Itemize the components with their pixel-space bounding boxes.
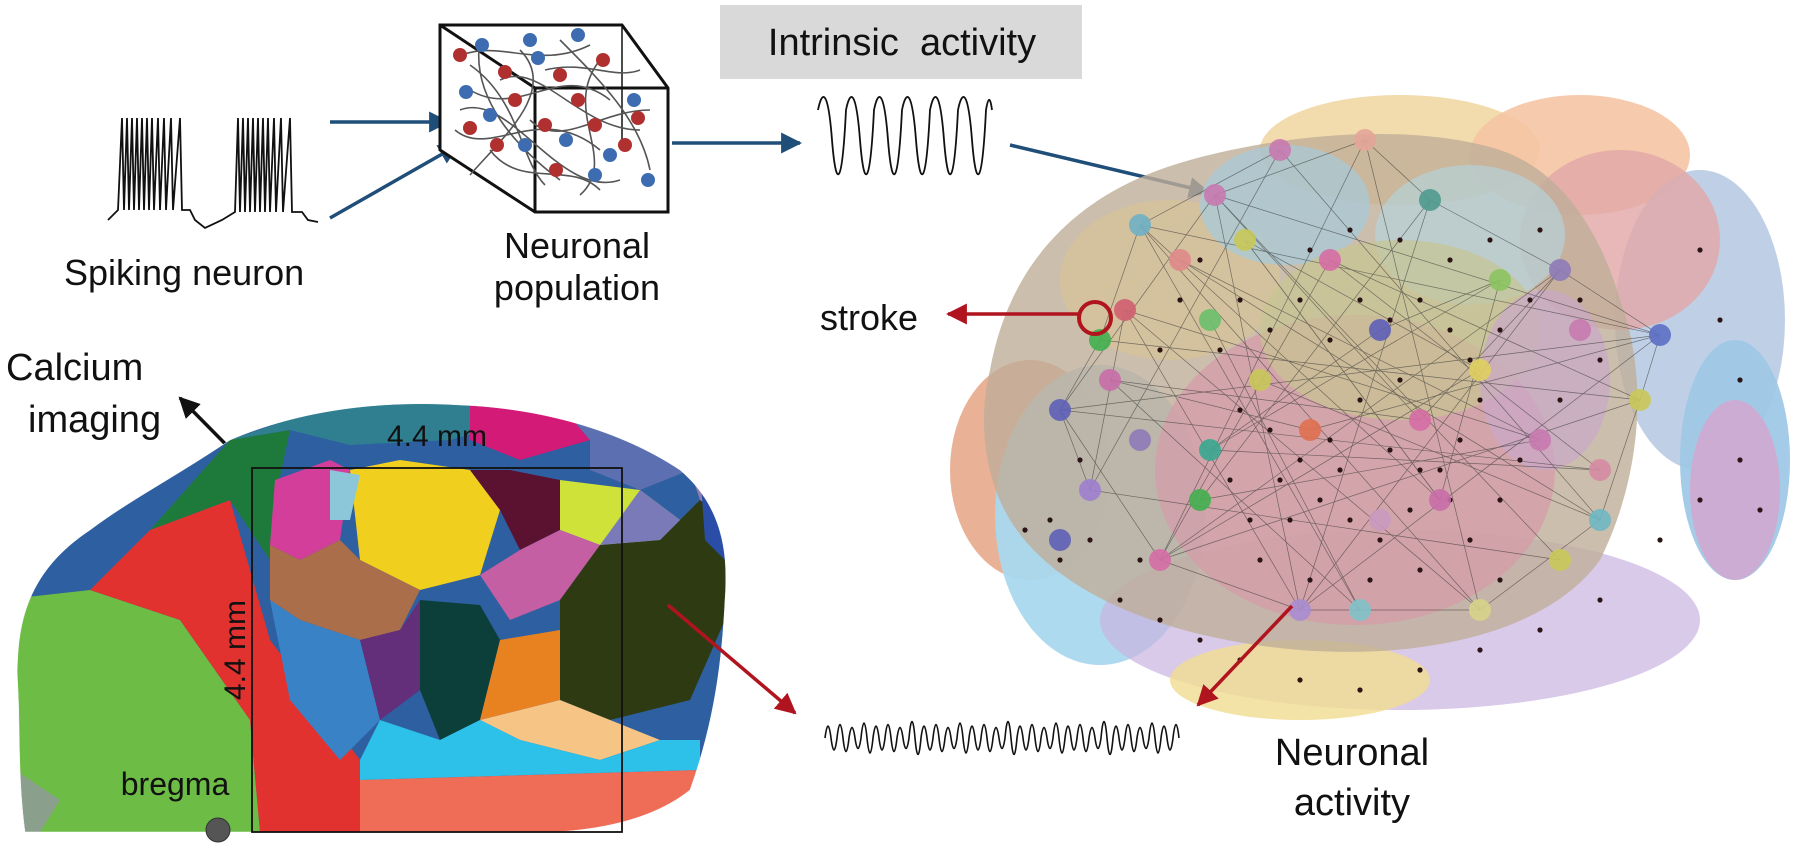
brain-network [950, 95, 1790, 720]
height-measure-label: 4.4 mm [219, 600, 252, 700]
neuronal-activity-label-1: Neuronal [1275, 732, 1429, 774]
intrinsic-activity-label: Intrinsic activity [768, 22, 1036, 64]
calcium-imaging-label-1: Calcium [6, 347, 143, 389]
spiking-neuron-trace [107, 117, 319, 230]
population-blue-neurons [459, 28, 655, 187]
bregma-marker [205, 817, 231, 843]
bregma-label: bregma [121, 766, 230, 802]
cortex-map [17, 403, 726, 833]
calcium-imaging-label-2: imaging [28, 399, 161, 441]
width-measure-label: 4.4 mm [387, 420, 487, 453]
stroke-label: stroke [820, 297, 918, 338]
neuronal-population-label-2: population [494, 267, 660, 308]
cortex-outline [17, 403, 727, 833]
population-red-neurons [453, 48, 645, 177]
intrinsic-activity-box [720, 5, 1082, 79]
arrow-cortex-to-trace [666, 603, 797, 715]
spiking-neuron-label: Spiking neuron [64, 252, 304, 293]
arrow-neuron-to-population-2 [329, 143, 460, 220]
imaging-window [251, 467, 623, 833]
intrinsic-activity-trace [817, 96, 993, 176]
arrow-brain-to-neuronal-activity [1196, 604, 1294, 707]
stroke-site-ring [1077, 300, 1113, 336]
neuronal-population-label-1: Neuronal [504, 225, 650, 266]
neuronal-activity-label-2: activity [1294, 782, 1410, 824]
neuronal-population-cube [438, 23, 670, 214]
neuronal-activity-trace [824, 720, 1180, 756]
